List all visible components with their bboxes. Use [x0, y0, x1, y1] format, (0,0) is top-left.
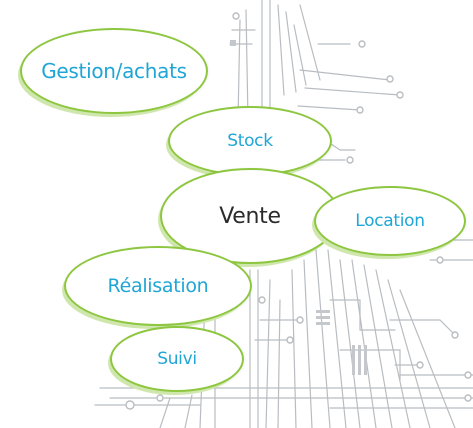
bubble-location-label: Location — [355, 211, 425, 231]
bubble-stock[interactable]: Stock — [168, 106, 332, 176]
bubble-realisation-label: Réalisation — [107, 275, 209, 297]
bubble-stock-label: Stock — [227, 131, 273, 151]
bubble-gestion-achats[interactable]: Gestion/achats — [20, 28, 208, 114]
bubble-gestion-achats-label: Gestion/achats — [41, 59, 187, 83]
bubble-vente-label: Vente — [219, 203, 281, 229]
bubble-realisation[interactable]: Réalisation — [64, 246, 252, 326]
bubble-suivi[interactable]: Suivi — [110, 326, 244, 392]
bubble-location[interactable]: Location — [314, 186, 466, 256]
bubble-suivi-label: Suivi — [157, 349, 197, 369]
